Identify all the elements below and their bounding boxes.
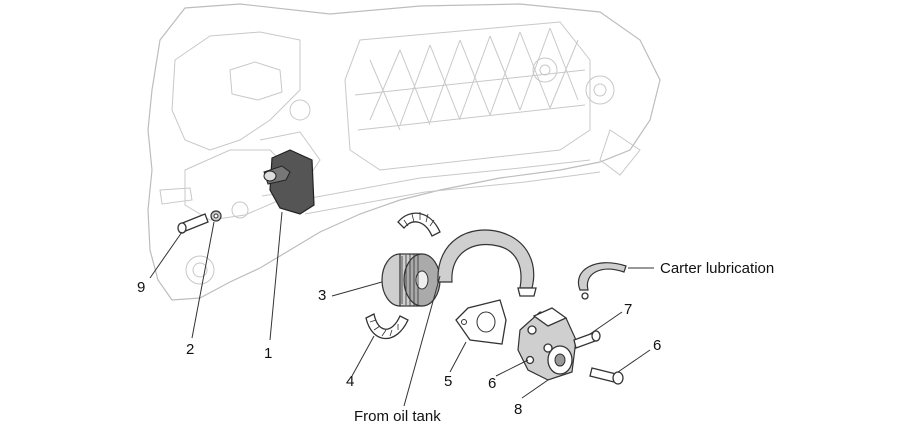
part-2-washer xyxy=(210,210,222,222)
part-7-screw xyxy=(573,330,601,349)
from-oil-tank-label: From oil tank xyxy=(354,408,441,425)
callout-3: 3 xyxy=(318,287,327,304)
callout-7: 7 xyxy=(624,301,633,318)
callout-5: 5 xyxy=(444,373,453,390)
part-8-oil-pump xyxy=(517,307,577,381)
chain-top xyxy=(397,212,441,237)
part-9-bolt xyxy=(177,213,209,234)
part-5-gasket xyxy=(455,299,507,345)
part-4-chain xyxy=(365,313,409,340)
part-3-gear xyxy=(381,253,441,307)
callout-9: 9 xyxy=(137,279,146,296)
callout-2: 2 xyxy=(186,341,195,358)
carter-pipe xyxy=(577,262,627,300)
callout-6-right: 6 xyxy=(653,337,662,354)
part-6-screw-right xyxy=(589,367,624,385)
oil-pipe xyxy=(437,229,537,297)
carter-lubrication-label: Carter lubrication xyxy=(660,260,775,277)
callout-8: 8 xyxy=(514,401,523,418)
callout-4: 4 xyxy=(346,373,355,390)
callout-1: 1 xyxy=(264,345,273,362)
leader-lines xyxy=(149,211,654,407)
part-1-cover xyxy=(263,149,315,215)
callout-6-left: 6 xyxy=(488,375,497,392)
crankcase-outline xyxy=(147,3,661,301)
